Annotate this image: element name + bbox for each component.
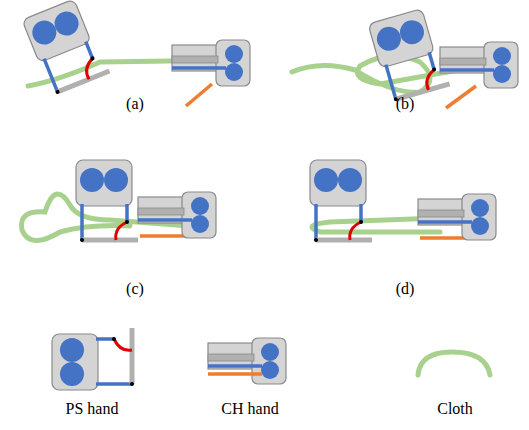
panel-label: (b) <box>396 95 415 113</box>
panel-label: (d) <box>396 280 415 298</box>
legend-label: CH hand <box>221 400 278 418</box>
legend-label: PS hand <box>66 400 119 418</box>
panel-label: (a) <box>126 95 144 113</box>
legend-label: Cloth <box>437 400 473 418</box>
panel-label: (c) <box>126 280 144 298</box>
